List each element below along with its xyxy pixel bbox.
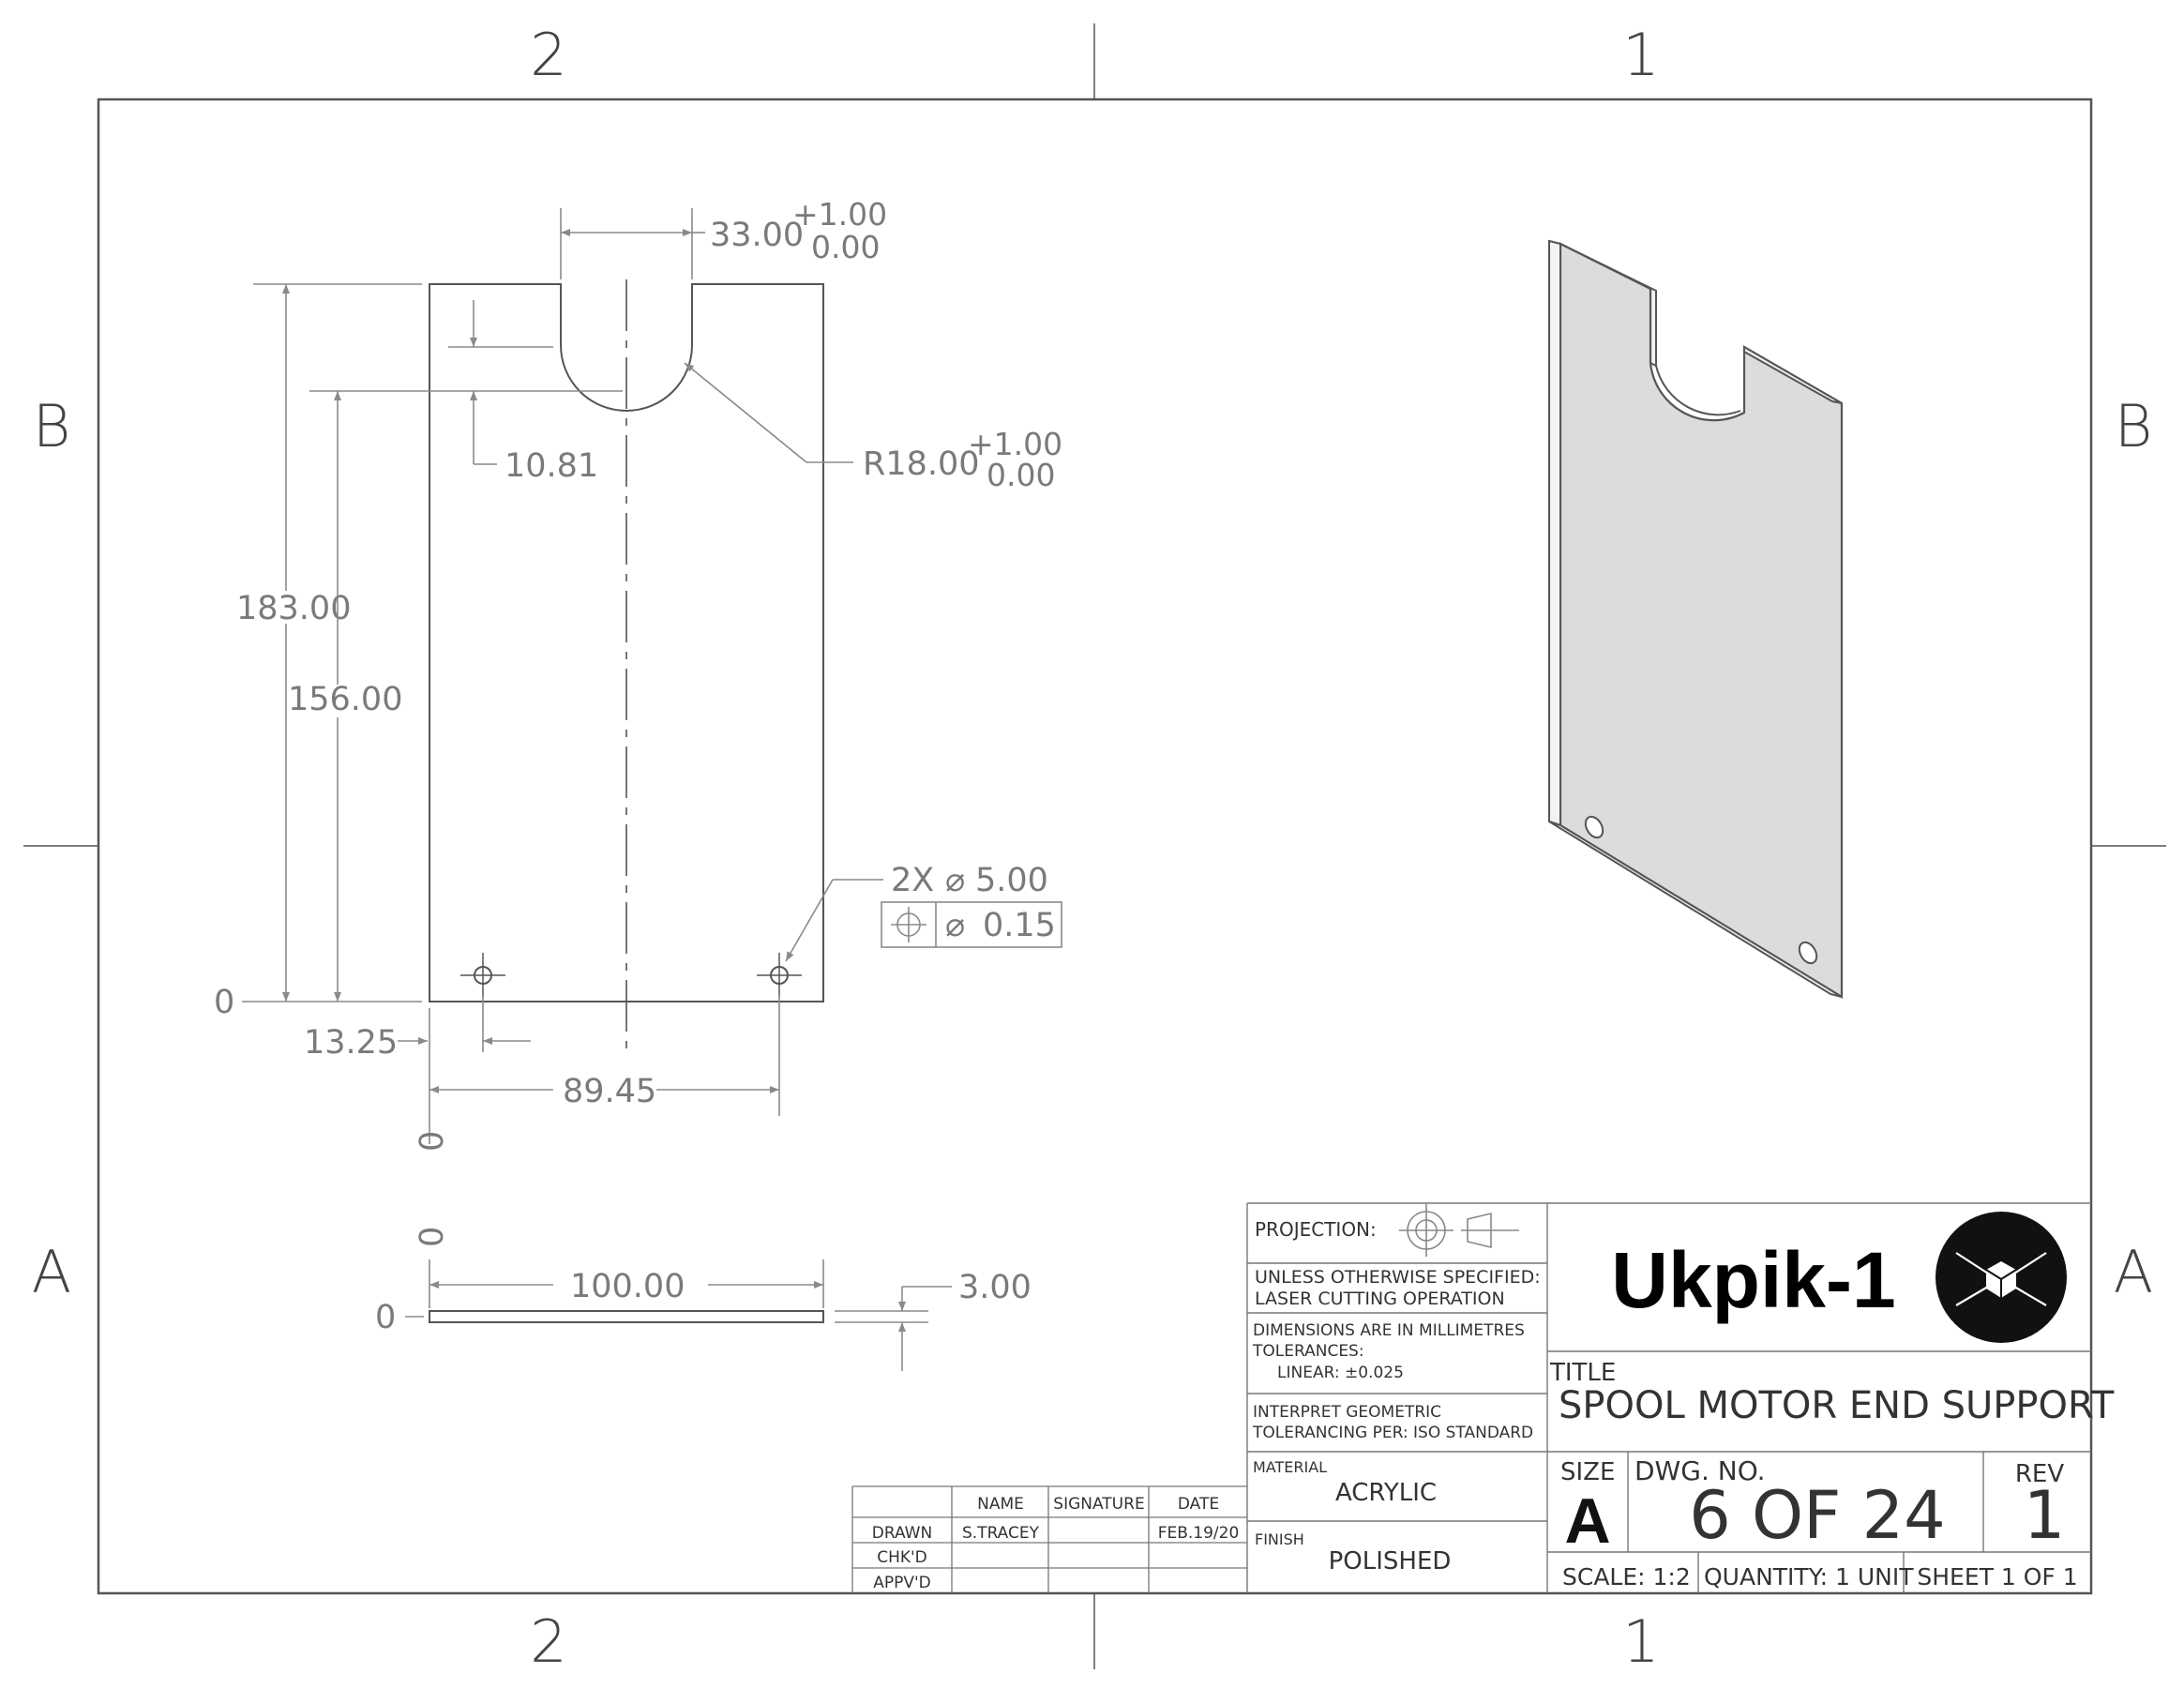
- quantity-value: QUANTITY: 1 UNIT: [1704, 1563, 1914, 1590]
- unless-specified-line2: LASER CUTTING OPERATION: [1255, 1289, 1505, 1309]
- scale-value: SCALE: 1:2: [1562, 1563, 1691, 1590]
- dim-origin-y: 0: [214, 984, 234, 1021]
- third-angle-projection-icon: [1399, 1204, 1519, 1257]
- zone-label-left-b: B: [33, 392, 71, 460]
- zone-label-top-1: 1: [1622, 21, 1659, 89]
- dim-edge-origin-y: 0: [375, 1299, 396, 1336]
- dim-hole-callout: [785, 879, 883, 962]
- dim-hole-x: [398, 996, 531, 1052]
- dim-slot-width-value: 33.00: [710, 217, 804, 254]
- iso-front-face: [1559, 242, 1844, 999]
- dim-width: [429, 1259, 824, 1308]
- dim-height-total-value: 183.00: [236, 590, 351, 627]
- dim-thickness: [835, 1286, 952, 1371]
- title-label: TITLE: [1549, 1359, 1616, 1387]
- unless-specified-line1: UNLESS OTHERWISE SPECIFIED:: [1255, 1267, 1541, 1288]
- position-symbol-icon: [891, 907, 926, 942]
- dimensions-note-line3: LINEAR: ±0.025: [1277, 1364, 1404, 1382]
- dim-height-center-value: 156.00: [288, 681, 402, 718]
- title-block: [1246, 1202, 2091, 1593]
- zone-label-right-a: A: [2114, 1238, 2153, 1306]
- rev-value: 1: [2024, 1477, 2066, 1554]
- dim-origin-x: 0: [414, 1131, 451, 1152]
- size-value: A: [1564, 1485, 1610, 1557]
- iso-hole-left: [1584, 815, 1604, 839]
- diameter-symbol-icon: ⌀: [945, 907, 965, 944]
- sheet-value: SHEET 1 OF 1: [1917, 1563, 2077, 1590]
- company-logo: [1935, 1212, 2067, 1343]
- dim-hole-spacing-value: 89.45: [563, 1073, 656, 1110]
- dim-hole-spacing: [429, 994, 780, 1144]
- diameter-symbol-icon: ⌀: [945, 862, 965, 899]
- isometric-view: [1548, 239, 1844, 999]
- zone-label-bottom-1: 1: [1622, 1607, 1659, 1676]
- dim-hole-diameter: 5.00: [975, 862, 1048, 899]
- iso-hole-right: [1798, 941, 1818, 965]
- signoff-table: [851, 1485, 1247, 1593]
- dim-slot-width-tol-minus: 0.00: [811, 229, 880, 265]
- rev-label: REV: [2015, 1460, 2064, 1488]
- dwg-no-value: 6 OF 24: [1689, 1477, 1945, 1554]
- iso-left-edge: [1548, 239, 1561, 827]
- material-value: ACRYLIC: [1335, 1479, 1437, 1507]
- dim-radius-leader: [684, 362, 853, 463]
- zone-label-left-a: A: [32, 1238, 71, 1306]
- signoff-header-name: NAME: [977, 1495, 1024, 1514]
- dim-edge-origin-x: 0: [414, 1227, 451, 1247]
- company-name: Ukpik-1: [1611, 1236, 1895, 1324]
- iso-bottom-edge: [1548, 821, 1843, 998]
- signoff-role-checked: CHK'D: [877, 1548, 927, 1567]
- finish-label: FINISH: [1255, 1530, 1304, 1548]
- dim-thickness-value: 3.00: [958, 1269, 1032, 1306]
- edge-view-outline: [429, 1310, 824, 1323]
- dim-radius-tol-minus: 0.00: [987, 457, 1055, 493]
- dim-width-value: 100.00: [570, 1268, 685, 1305]
- iso-notch-edge: [1655, 365, 1741, 416]
- dim-hole-x-value: 13.25: [304, 1024, 398, 1062]
- iso-right-top-edge: [1743, 345, 1843, 404]
- projection-label: PROJECTION:: [1255, 1218, 1377, 1241]
- front-view: [429, 279, 824, 1055]
- dimensions-note-line1: DIMENSIONS ARE IN MILLIMETRES: [1253, 1321, 1525, 1340]
- dim-slot-width: [560, 208, 705, 279]
- hole-right: [757, 953, 802, 998]
- dim-slot-width-tol-plus: +1.00: [792, 196, 887, 233]
- signoff-date-drawn: FEB.19/20: [1158, 1524, 1240, 1543]
- zone-label-top-2: 2: [530, 21, 566, 89]
- zone-label-bottom-2: 2: [530, 1607, 566, 1676]
- size-label: SIZE: [1560, 1458, 1615, 1486]
- signoff-header-date: DATE: [1178, 1495, 1219, 1514]
- dimensions-note-line2: TOLERANCES:: [1252, 1342, 1364, 1361]
- finish-value: POLISHED: [1329, 1547, 1452, 1575]
- dim-hole-count: 2X: [891, 862, 934, 899]
- interpret-note-line1: INTERPRET GEOMETRIC: [1253, 1403, 1441, 1422]
- hole-left: [460, 953, 505, 998]
- part-outline: [429, 283, 824, 1002]
- feature-control-frame: ⌀ 0.15: [881, 901, 1062, 948]
- material-label: MATERIAL: [1253, 1458, 1327, 1476]
- dim-height-total: [253, 283, 422, 1002]
- zone-label-right-b: B: [2115, 392, 2153, 460]
- signoff-name-drawn: S.TRACEY: [962, 1524, 1040, 1543]
- dim-slot-depth: [309, 300, 623, 465]
- interpret-note-line2: TOLERANCING PER: ISO STANDARD: [1252, 1424, 1533, 1442]
- dim-slot-depth-value: 10.81: [505, 447, 598, 485]
- signoff-role-drawn: DRAWN: [872, 1524, 932, 1543]
- dim-radius-value: R18.00: [863, 445, 980, 483]
- signoff-header-signature: SIGNATURE: [1053, 1495, 1144, 1514]
- dim-position-tolerance: 0.15: [983, 907, 1056, 944]
- dim-radius-tol-plus: +1.00: [968, 426, 1062, 462]
- dwg-no-label: DWG. NO.: [1634, 1455, 1766, 1486]
- drawing-title: SPOOL MOTOR END SUPPORT: [1559, 1384, 2115, 1427]
- signoff-role-approved: APPV'D: [873, 1574, 931, 1592]
